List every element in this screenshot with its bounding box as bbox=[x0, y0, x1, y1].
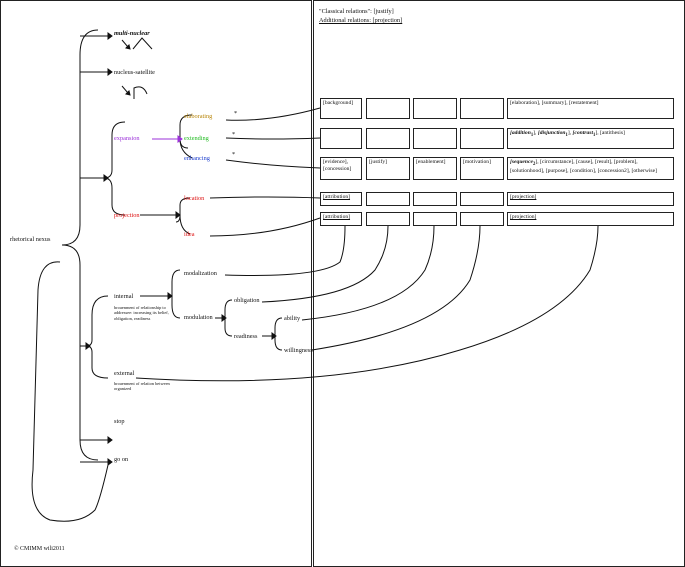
grid-r1-c3 bbox=[413, 98, 457, 119]
grid-r4-c2 bbox=[366, 192, 410, 206]
grid-r5-c5: [projection] bbox=[507, 212, 674, 226]
copyright-label: © CMIMM wili2011 bbox=[14, 546, 65, 552]
elaborating-star: * bbox=[234, 110, 238, 117]
elaborating-label: elaborating bbox=[184, 113, 213, 120]
grid-r1-c1-text: [background] bbox=[323, 100, 354, 106]
stop-label: stop bbox=[114, 418, 125, 425]
sequence-rel: [sequence bbox=[510, 159, 533, 165]
sequence-sub: 2 bbox=[533, 162, 536, 168]
addition-sub: 1 bbox=[530, 133, 534, 139]
addition-rel: [addition bbox=[510, 130, 531, 136]
grid-r5-c1: [attribution] bbox=[320, 212, 362, 226]
enhancing-label: enhancing bbox=[184, 155, 210, 162]
external-note: broaenment of relation between organized bbox=[114, 381, 170, 392]
grid-r4-c3 bbox=[413, 192, 457, 206]
grid-r3-c5: [sequence2], [circumstance], [cause], [r… bbox=[507, 157, 674, 180]
legend-additional: Additional relations: [projection] bbox=[319, 17, 403, 24]
expansion-label: expansion bbox=[114, 135, 140, 142]
readiness-label: readiness bbox=[234, 333, 258, 340]
grid-r2-c1 bbox=[320, 128, 362, 149]
location-label: location bbox=[184, 195, 205, 202]
enhancing-star: * bbox=[232, 151, 236, 158]
multinuclear-label: multi-nuclear bbox=[114, 30, 150, 37]
disjunction-rel: [disjunction bbox=[537, 130, 566, 136]
grid-r1-c5: [elaboration], [summary], [restatement] bbox=[507, 98, 674, 119]
grid-r3-c4: [motivation] bbox=[460, 157, 504, 180]
grid-r4-c4 bbox=[460, 192, 504, 206]
grid-r2-c5: [addition1], [disjunction1], [contrast1]… bbox=[507, 128, 674, 149]
ability-label: ability bbox=[284, 315, 301, 322]
right-panel bbox=[313, 0, 685, 567]
internal-note: broaenment of relationship to addressee:… bbox=[114, 305, 169, 321]
grid-r4-c5: [projection] bbox=[507, 192, 674, 206]
grid-r5-c4 bbox=[460, 212, 504, 226]
root-label: rhetorical nexus bbox=[10, 236, 51, 243]
grid-r3-c2: [justify] bbox=[366, 157, 410, 180]
grid-r5-c1-text: [attribution] bbox=[323, 214, 351, 220]
grid-r3-c3-text: [enablement] bbox=[416, 159, 446, 165]
projection-label: projection bbox=[114, 212, 140, 219]
grid-r1-c5-text: [elaboration], [summary], [restatement] bbox=[510, 100, 599, 106]
grid-r3-c4-text: [motivation] bbox=[463, 159, 491, 165]
grid-r5-c2 bbox=[366, 212, 410, 226]
contrast-rel: [contrast bbox=[572, 130, 594, 136]
grid-r2-c2 bbox=[366, 128, 410, 149]
grid-r4-c1: [attribution] bbox=[320, 192, 362, 206]
grid-r1-c4 bbox=[460, 98, 504, 119]
nucleus-satellite-label: nucleus-satellite bbox=[114, 69, 155, 76]
extending-label: extending bbox=[184, 135, 209, 142]
grid-r3-c2-text: [justify] bbox=[369, 159, 388, 165]
left-panel bbox=[0, 0, 312, 567]
disjunction-sub: 1 bbox=[565, 133, 568, 139]
antithesis-rel: [antithesis] bbox=[600, 130, 625, 136]
internal-label: internal bbox=[114, 293, 134, 300]
grid-r4-c5-text: [projection] bbox=[510, 194, 537, 200]
contrast-sub: 1 bbox=[593, 133, 596, 139]
grid-r4-c1-text: [attribution] bbox=[323, 194, 351, 200]
idea-label: idea bbox=[184, 231, 195, 238]
grid-r5-c3 bbox=[413, 212, 457, 226]
grid-r3-c1-text: [evidence], [concession] bbox=[323, 159, 352, 172]
willingness-label: willingness bbox=[284, 347, 313, 354]
grid-r3-c1: [evidence], [concession] bbox=[320, 157, 362, 180]
grid-r1-c2 bbox=[366, 98, 410, 119]
grid-r3-c3: [enablement] bbox=[413, 157, 457, 180]
extending-star: * bbox=[232, 131, 236, 138]
modulation-label: modulation bbox=[184, 314, 213, 321]
legend-classical: "Classical relations": [justify] bbox=[319, 8, 394, 15]
grid-r5-c5-text: [projection] bbox=[510, 214, 537, 220]
grid-r2-c3 bbox=[413, 128, 457, 149]
grid-r2-c4 bbox=[460, 128, 504, 149]
grid-r3-c5-rest: [circumstance], [cause], [result], [prob… bbox=[510, 159, 657, 174]
modalization-label: modalization bbox=[184, 270, 217, 277]
grid-r1-c1: [background] bbox=[320, 98, 362, 119]
go-on-label: go on bbox=[114, 456, 129, 463]
obligation-label: obligation bbox=[234, 297, 260, 304]
external-label: external bbox=[114, 370, 135, 377]
